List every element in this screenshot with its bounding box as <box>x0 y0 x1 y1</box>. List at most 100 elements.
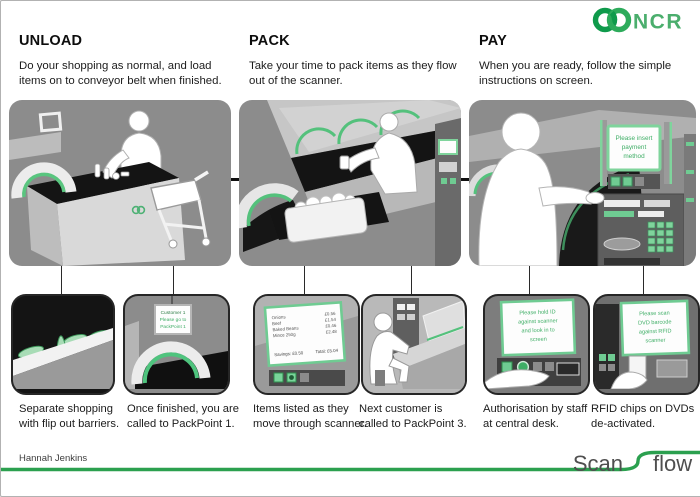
keypad <box>647 221 674 253</box>
id-screen-line: Please hold ID <box>519 309 556 316</box>
button-glyph <box>289 375 294 380</box>
swoosh-line <box>1 450 700 472</box>
thumb-packpoint-call: Customer 1 Please go to PackPoint 1 <box>123 294 230 395</box>
dvd-screen-line: DVD barcode <box>638 319 672 326</box>
item-price: £0.46 <box>325 323 337 329</box>
panel-button <box>545 362 554 371</box>
sign-line: PackPoint 1 <box>160 324 186 330</box>
section-title-unload: UNLOAD <box>19 33 83 49</box>
caption-packpoint1: Once finished, you are called to PackPoi… <box>127 403 239 430</box>
conveyor-counter <box>27 162 185 266</box>
thumb-next-customer <box>361 294 467 395</box>
panel-button <box>533 362 542 371</box>
hand-silhouette <box>485 369 550 389</box>
panel-pack-illustration <box>239 100 461 266</box>
caption-barriers: Separate shopping with flip out barriers… <box>19 403 120 430</box>
id-screen-line: against scanner <box>518 318 558 325</box>
tunnel-green-arcs <box>295 109 421 155</box>
status-sign <box>38 111 63 133</box>
belt-edge <box>13 328 113 376</box>
dvd-screen-line: Please scan <box>639 310 670 317</box>
callout-line <box>304 266 305 294</box>
grocery-items <box>94 163 130 180</box>
scanflow-logo: Scan flow <box>1 450 700 476</box>
caption-items: Items listed as they move through scanne… <box>253 403 367 430</box>
section-title-pay: PAY <box>479 33 508 49</box>
screen-button <box>273 372 284 383</box>
payment-screen-line: payment <box>622 144 647 151</box>
ncr-logo: NCR <box>589 5 693 35</box>
sign-line: Please go to <box>160 317 187 323</box>
card-slot <box>556 362 580 376</box>
section-desc-unload: Do your shopping as normal, and load ite… <box>19 60 222 88</box>
packpoint-arch <box>131 341 211 385</box>
shopper-arm <box>102 149 130 179</box>
payment-screen-line: Please insert <box>616 135 653 142</box>
item-name: Baked Beans <box>272 325 299 332</box>
total-label: Total: £5.04 <box>315 348 339 355</box>
item-name: Beef <box>272 321 282 327</box>
section-title-pack: PACK <box>249 33 290 49</box>
thumb-id-authorisation: Please hold ID against scanner and look … <box>483 294 590 395</box>
flow-connector-line <box>457 178 471 181</box>
item-in-hand <box>339 155 350 170</box>
id-screen-line: and look in to <box>521 327 554 334</box>
screen-button <box>300 373 309 382</box>
payment-screen <box>606 124 662 172</box>
paying-customer-silhouette <box>478 112 605 266</box>
ncr-wordmark: NCR <box>633 11 683 34</box>
logo-scan: Scan <box>573 451 623 476</box>
stool <box>375 370 385 386</box>
exit-arch <box>239 183 299 229</box>
callout-line <box>173 266 174 294</box>
item-price: £1.54 <box>325 317 337 323</box>
id-screen-line: screen <box>530 337 547 344</box>
hand-silhouette <box>610 371 648 389</box>
scanner-arch <box>11 162 77 199</box>
incoming-belt <box>9 132 61 160</box>
packpoint-sign <box>154 304 192 335</box>
callout-line <box>61 266 62 294</box>
section-desc-pack: Take your time to pack items as they flo… <box>249 60 457 88</box>
sign-line: Customer 1 <box>161 310 186 316</box>
receipt-slot <box>604 200 640 207</box>
caption-rfid: RFID chips on DVDs de-activated. <box>591 403 695 430</box>
thumb-flip-out-barriers <box>11 294 115 395</box>
side-console <box>435 118 461 266</box>
id-screen <box>499 298 577 357</box>
green-belt-edge <box>426 326 464 341</box>
dvd-screen <box>619 299 691 357</box>
shopping-basket <box>269 192 389 243</box>
counter-front <box>399 344 465 389</box>
callout-line <box>643 266 644 294</box>
callout-line <box>529 266 530 294</box>
belt-front <box>13 340 113 389</box>
item-name: Mince 250g <box>273 332 297 339</box>
caption-packpoint3: Next customer is called to PackPoint 3. <box>359 403 467 430</box>
payment-screen-line: method <box>623 153 645 160</box>
items-screen <box>263 301 347 367</box>
dvd-screen-line: against RFID <box>639 328 672 335</box>
item-name: Onions <box>271 314 286 320</box>
savings-label: Savings: £0.50 <box>274 350 304 357</box>
seated-customer-silhouette <box>369 312 410 386</box>
cash-slot <box>604 258 660 265</box>
item-price: £0.56 <box>324 311 336 317</box>
panel-pay-illustration: Please insert payment method <box>469 100 696 266</box>
kiosk-column <box>595 304 619 389</box>
dvd-screen-line: scanner <box>645 338 665 345</box>
green-brand-mark <box>131 205 146 215</box>
item-price: £2.48 <box>326 329 338 335</box>
rfid-tray <box>656 359 688 378</box>
author-credit: Hannah Jenkins <box>19 453 88 464</box>
panel-unload-illustration <box>9 100 231 266</box>
caption-authorisation: Authorisation by staff at central desk. <box>483 403 588 430</box>
logo-flow: flow <box>653 451 692 476</box>
packer-silhouette <box>339 112 418 195</box>
payment-kiosk: Please insert payment method <box>597 120 696 266</box>
flow-connector-line <box>227 178 241 181</box>
callout-line <box>411 266 412 294</box>
ncr-rings-icon <box>592 7 632 33</box>
section-desc-pay: When you are ready, follow the simple in… <box>479 60 672 88</box>
